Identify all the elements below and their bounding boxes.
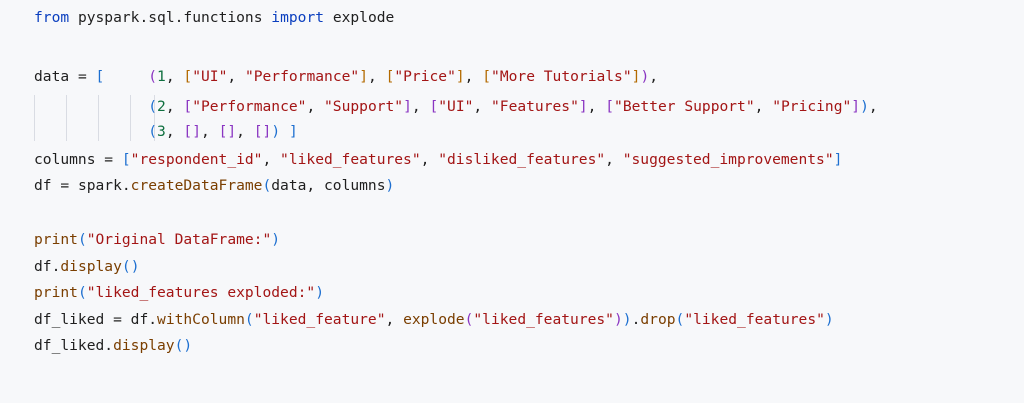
code-line-9: print("Original DataFrame:") [34,231,281,248]
indent-guide-1 [34,95,35,141]
code-line-7: df = spark.createDataFrame(data, columns… [34,177,395,194]
code-line-3: data = [ (1, ["UI", "Performance"], ["Pr… [34,68,659,85]
code-line-1: from pyspark.sql.functions import explod… [34,9,395,26]
indent-guide-4 [130,95,131,141]
indent-guide-3 [98,95,99,141]
code-line-12: df_liked = df.withColumn("liked_feature"… [34,311,834,328]
code-line-11: print("liked_features exploded:") [34,284,324,301]
indent-guide-2 [66,95,67,141]
indent-guide-5 [154,95,155,141]
code-line-6: columns = ["respondent_id", "liked_featu… [34,151,843,168]
code-line-5: (3, [], [], []) ] [148,123,298,140]
code-line-4: (2, ["Performance", "Support"], ["UI", "… [148,98,878,115]
code-line-10: df.display() [34,258,140,275]
code-line-13: df_liked.display() [34,337,193,354]
